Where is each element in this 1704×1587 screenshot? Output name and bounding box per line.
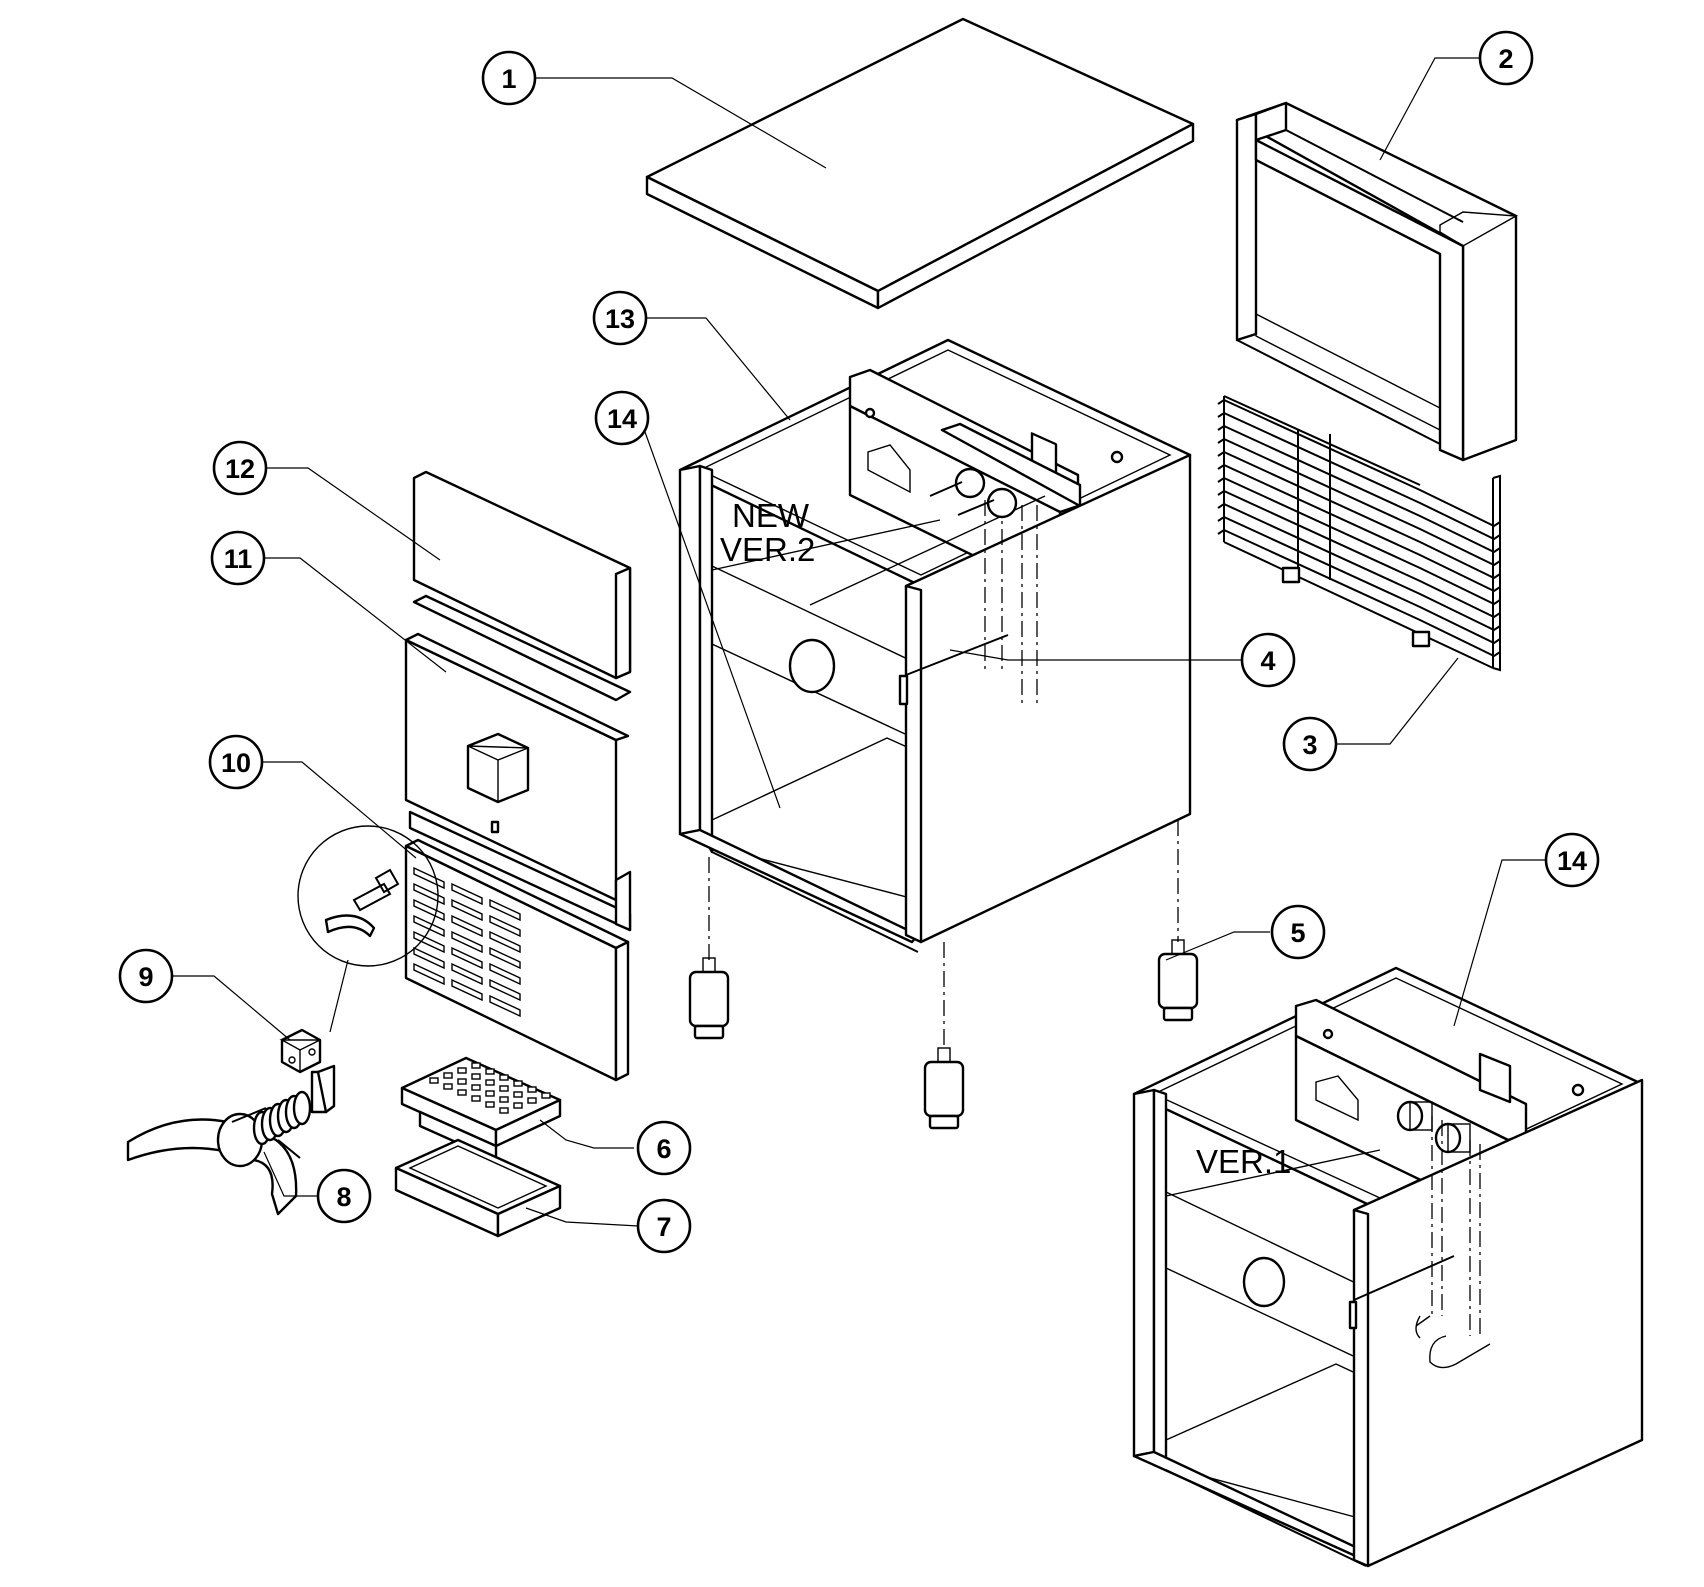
callout-7-number: 7 [656, 1212, 671, 1242]
callout-8: 8 [316, 1168, 372, 1224]
label-new: NEW [732, 497, 810, 534]
part-drip-grate [400, 1056, 562, 1162]
callout-14-ver1-number: 14 [1557, 846, 1587, 876]
callout-12-number: 12 [225, 454, 255, 484]
part-rear-frame [1235, 101, 1519, 462]
callout-3: 3 [1282, 716, 1338, 772]
callout-12: 12 [212, 440, 268, 496]
callout-6: 6 [636, 1120, 692, 1176]
part-top-panel [412, 470, 632, 680]
part-front-panel [404, 594, 632, 932]
part-spout-assembly [126, 1064, 336, 1216]
callout-3-number: 3 [1302, 730, 1317, 760]
part-feet [688, 939, 1199, 1130]
callout-5-number: 5 [1290, 918, 1305, 948]
part-cabinet-new-ver2 [678, 338, 1192, 1050]
callout-6-number: 6 [656, 1134, 671, 1164]
callout-1-number: 1 [501, 64, 516, 94]
detail-inset [297, 825, 439, 1033]
callout-7: 7 [636, 1198, 692, 1254]
part-cabinet-ver1 [1132, 966, 1644, 1568]
callout-2: 2 [1478, 30, 1534, 86]
part-louvered-grille [404, 838, 630, 1082]
callout-14-ver1: 14 [1544, 832, 1600, 888]
callout-13: 13 [592, 290, 648, 346]
callout-2-number: 2 [1498, 44, 1513, 74]
callout-14-number: 14 [607, 404, 637, 434]
part-small-block [279, 1028, 322, 1074]
callout-9: 9 [118, 948, 174, 1004]
part-top-lid [645, 17, 1195, 310]
part-drip-tray [394, 1138, 562, 1238]
callout-4-number: 4 [1260, 646, 1275, 676]
callout-9-number: 9 [138, 962, 153, 992]
callout-8-number: 8 [336, 1182, 351, 1212]
callout-10-number: 10 [221, 748, 251, 778]
callout-11-number: 11 [224, 544, 253, 574]
label-ver2: VER.2 [720, 531, 815, 568]
callout-4: 4 [1240, 632, 1296, 688]
callout-1: 1 [481, 50, 537, 106]
callout-14: 14 [594, 390, 650, 446]
part-wire-grid [1217, 395, 1501, 672]
callout-10: 10 [208, 734, 264, 790]
callout-5: 5 [1270, 904, 1326, 960]
callout-13-number: 13 [605, 304, 635, 334]
label-ver1: VER.1 [1196, 1143, 1291, 1180]
callout-11: 11 [210, 530, 266, 586]
